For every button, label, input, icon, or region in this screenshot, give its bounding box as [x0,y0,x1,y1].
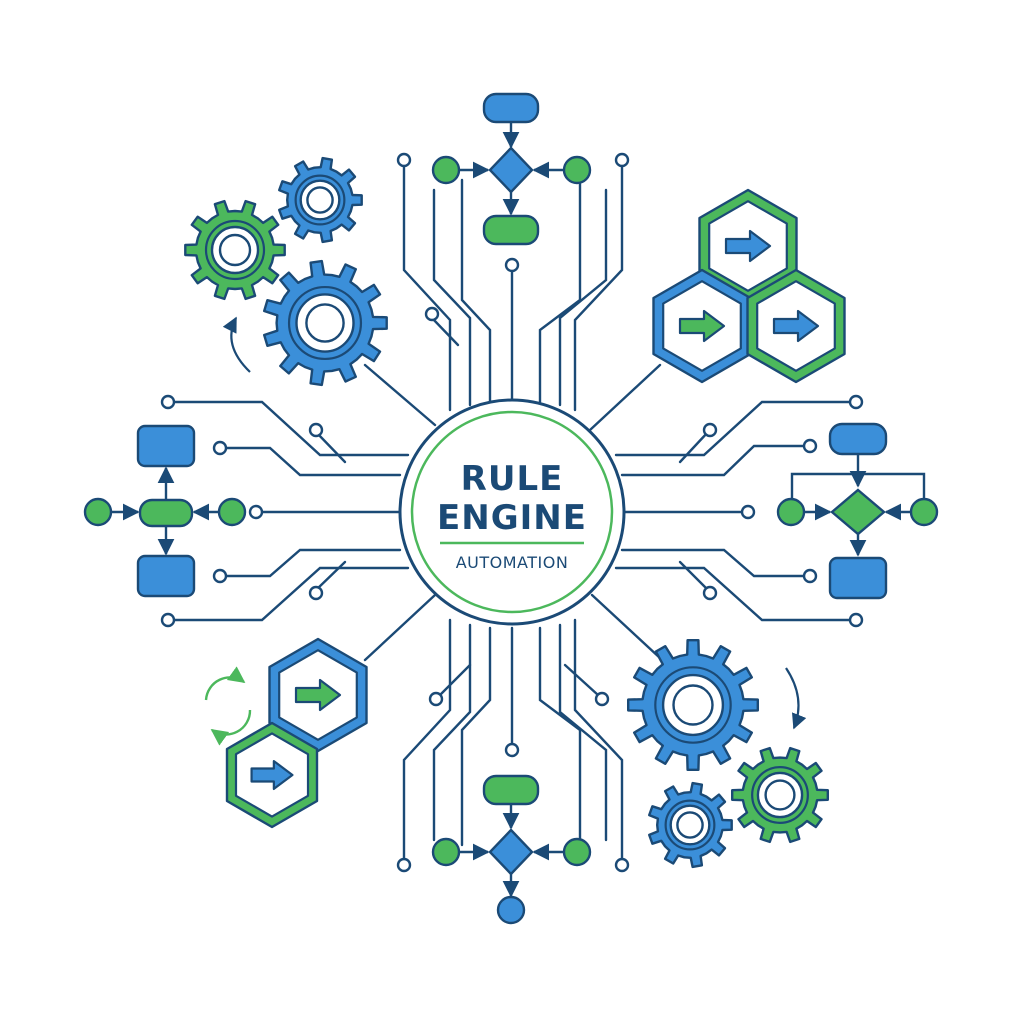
gear-icon [184,199,286,301]
hexagon-arrow-icon [698,188,798,304]
gear-clusters [184,156,829,869]
hexagon-arrow-icon [225,721,319,829]
hub-title-line1: RULE [460,459,564,499]
curved-arrow-icon [222,316,251,373]
gear-icon [648,781,733,869]
gear-icon [731,746,829,844]
flowchart-icon-bottom [431,774,592,925]
hub [398,398,626,626]
hexagon-arrow-icon [746,268,846,384]
hexagon-arrow-icon [652,268,752,384]
circular-arrows-icon [204,666,252,746]
circuit-traces [166,163,858,862]
flowchart-icon-right [776,422,939,600]
gear-icon [278,156,363,244]
flowchart-icon-top [431,92,592,246]
hexagon-arrow-icon [268,637,368,753]
flowchart-icon-left [83,424,247,598]
gear-icon [627,639,759,771]
trace-terminals [160,152,864,873]
hub-subtitle: AUTOMATION [455,553,569,572]
curved-arrow-icon [785,667,807,730]
gear-icon [263,259,388,387]
hexagon-clusters [225,188,846,829]
hub-title-line2: ENGINE [437,498,587,538]
